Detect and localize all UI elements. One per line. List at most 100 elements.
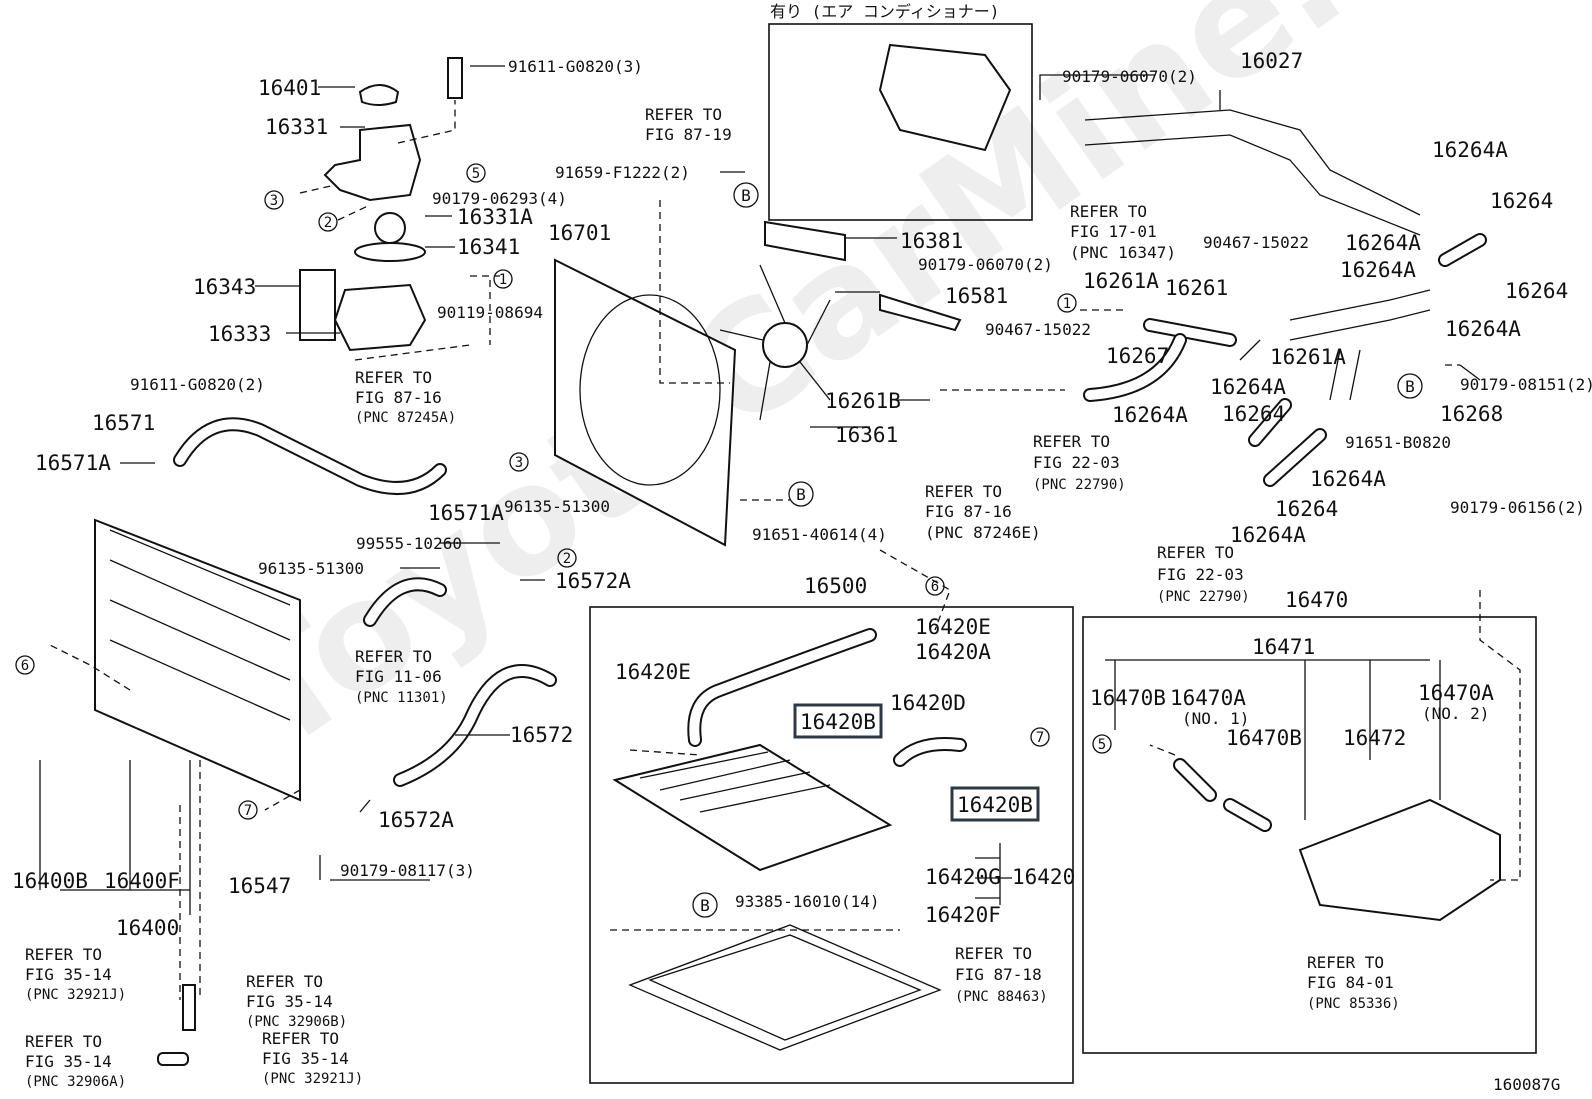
refer-22-03-a-line2: FIG 22-03 bbox=[1033, 453, 1120, 472]
radiator-drawing bbox=[94, 518, 301, 802]
reserve-tank-box bbox=[1082, 616, 1537, 1054]
label-16268: 16268 bbox=[1440, 402, 1503, 426]
label-16472: 16472 bbox=[1343, 726, 1406, 750]
refer-22-03-b-line3: (PNC 22790) bbox=[1157, 589, 1250, 605]
refer-87-16-a-line1: REFER TO bbox=[355, 368, 432, 387]
label-16264a-7: 16264A bbox=[1310, 467, 1386, 491]
label-16470b-left: 16470B bbox=[1090, 686, 1166, 710]
label-16027: 16027 bbox=[1240, 49, 1303, 73]
svg-text:B: B bbox=[1405, 377, 1415, 396]
label-16333: 16333 bbox=[208, 322, 271, 346]
label-16331: 16331 bbox=[265, 115, 328, 139]
radiator-16400-drawing bbox=[612, 743, 893, 872]
highlight-16420b-b bbox=[950, 786, 1040, 822]
svg-text:7: 7 bbox=[1036, 730, 1044, 746]
refer-17-01-line2: FIG 17-01 bbox=[1070, 222, 1157, 241]
water-pipe-16027 bbox=[1084, 109, 1421, 236]
radiator-core-lines bbox=[639, 751, 831, 813]
label-no2: (NO. 2) bbox=[1422, 704, 1489, 723]
refer-22-03-b-line2: FIG 22-03 bbox=[1157, 565, 1244, 584]
label-16343: 16343 bbox=[193, 275, 256, 299]
drain-plug-drawing bbox=[157, 1052, 189, 1066]
dashed-leaders bbox=[49, 100, 1521, 1000]
refer-35-14-j-line1: REFER TO bbox=[25, 945, 102, 964]
label-16267: 16267 bbox=[1106, 344, 1169, 368]
label-16361: 16361 bbox=[835, 423, 898, 447]
label-16420f: 16420F bbox=[925, 903, 1001, 927]
label-91651-40614-4: 91651-40614(4) bbox=[752, 525, 887, 544]
water-bypass-pipe-16268 bbox=[1289, 289, 1431, 401]
svg-text:3: 3 bbox=[270, 193, 278, 209]
lower-hose-inner bbox=[395, 666, 555, 785]
label-16261: 16261 bbox=[1165, 276, 1228, 300]
label-16264-2: 16264 bbox=[1505, 279, 1568, 303]
label-93385-16010-14: 93385-16010(14) bbox=[735, 892, 880, 911]
label-16571a-left: 16571A bbox=[35, 451, 111, 475]
housing-drawing bbox=[333, 283, 427, 352]
fan-hub-drawing bbox=[762, 322, 808, 368]
label-16471: 16471 bbox=[1252, 635, 1315, 659]
svg-text:6: 6 bbox=[931, 579, 939, 595]
ac-bracket-drawing bbox=[878, 43, 1012, 152]
refer-87-19-line1: REFER TO bbox=[645, 105, 722, 124]
refer-87-16-e-line3: (PNC 87246E) bbox=[925, 523, 1041, 542]
refer-87-18-line2: FIG 87-18 bbox=[955, 965, 1042, 984]
label-91611-g0820-3: 91611-G0820(3) bbox=[508, 57, 643, 76]
shroud-opening bbox=[579, 294, 721, 486]
label-16264a-8: 16264A bbox=[1230, 523, 1306, 547]
drain-tube-drawing bbox=[182, 984, 196, 1031]
label-90179-08151-2: 90179-08151(2) bbox=[1460, 375, 1592, 394]
refer-35-14-j-line2: FIG 35-14 bbox=[25, 965, 112, 984]
label-90119-08694: 90119-08694 bbox=[437, 303, 543, 322]
refer-35-14-b-line3: (PNC 32906B) bbox=[246, 1014, 347, 1030]
refer-35-14-j-line3: (PNC 32921J) bbox=[25, 987, 126, 1003]
label-16264a-2: 16264A bbox=[1345, 231, 1421, 255]
refer-17-01-line1: REFER TO bbox=[1070, 202, 1147, 221]
label-16420a: 16420A bbox=[915, 640, 991, 664]
refer-87-16-a-line2: FIG 87-16 bbox=[355, 388, 442, 407]
label-16470: 16470 bbox=[1285, 588, 1348, 612]
hose-16264-a-inner bbox=[1440, 235, 1485, 265]
label-no1: (NO. 1) bbox=[1182, 709, 1249, 728]
svg-text:B: B bbox=[700, 896, 710, 915]
label-16381: 16381 bbox=[900, 229, 963, 253]
svg-text:B: B bbox=[741, 186, 751, 205]
svg-text:2: 2 bbox=[563, 551, 571, 567]
label-16571a-right: 16571A bbox=[428, 501, 504, 525]
gasket-drawing bbox=[354, 242, 426, 262]
refer-22-03-a-line1: REFER TO bbox=[1033, 432, 1110, 451]
label-16264a-3: 16264A bbox=[1340, 258, 1416, 282]
svg-text:3: 3 bbox=[515, 455, 523, 471]
fan-shroud-drawing bbox=[554, 258, 737, 547]
label-16420d: 16420D bbox=[890, 691, 966, 715]
refer-87-18-line1: REFER TO bbox=[955, 944, 1032, 963]
label-16264-1: 16264 bbox=[1490, 189, 1553, 213]
label-16470b-mid: 16470B bbox=[1226, 726, 1302, 750]
hose-16420d-inner bbox=[895, 739, 965, 765]
part-labels: 16401 91611-G0820(3) 16331 16331A 16341 … bbox=[12, 2, 1592, 1094]
refer-84-01-line2: FIG 84-01 bbox=[1307, 973, 1394, 992]
water-outlet-drawing bbox=[323, 123, 422, 202]
label-16261a-top: 16261A bbox=[1083, 269, 1159, 293]
label-90179-06293-4: 90179-06293(4) bbox=[432, 189, 567, 208]
radiator-cap-drawing bbox=[358, 84, 400, 106]
label-16572a-top: 16572A bbox=[555, 569, 631, 593]
refer-87-16-e-line1: REFER TO bbox=[925, 482, 1002, 501]
ac-option-box bbox=[768, 23, 1033, 221]
radiator-assembly-box bbox=[589, 606, 1074, 1084]
label-16701: 16701 bbox=[548, 221, 611, 245]
refer-35-14-b-line1: REFER TO bbox=[246, 972, 323, 991]
label-16420e-top: 16420E bbox=[915, 615, 991, 639]
hose-16264-c-inner bbox=[1265, 430, 1325, 485]
svg-text:5: 5 bbox=[472, 166, 480, 182]
marker-circles: 3 2 5 1 3 2 6 7 6 7 1 5 B B B B bbox=[15, 163, 1423, 918]
label-91611-g0820-2: 91611-G0820(2) bbox=[130, 375, 265, 394]
label-16420b-a: 16420B bbox=[800, 710, 876, 734]
bolt-drawing bbox=[447, 57, 463, 99]
label-16420e-left: 16420E bbox=[615, 660, 691, 684]
support-frame-drawing bbox=[628, 924, 942, 1051]
label-16420g: 16420G bbox=[925, 865, 1001, 889]
hose-16264-b-inner bbox=[1250, 400, 1290, 445]
refer-84-01-line1: REFER TO bbox=[1307, 953, 1384, 972]
